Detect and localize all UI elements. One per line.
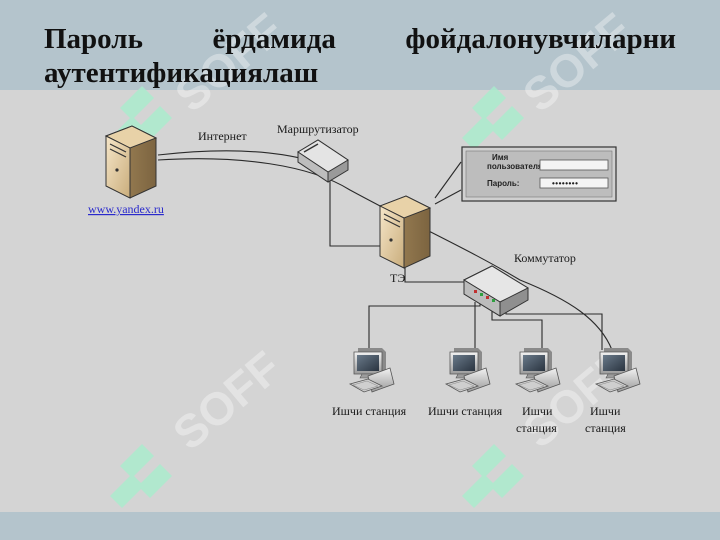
- username-label: Имя: [492, 153, 509, 162]
- server-link[interactable]: www.yandex.ru: [88, 202, 164, 216]
- title-word: Пароль: [44, 23, 143, 55]
- workstation-label: Ишчи станция: [332, 404, 407, 418]
- slide-title-line-1: Пароль ёрдамида фойдалонувчиларни: [44, 22, 676, 56]
- workstation-label: Ишчи: [522, 404, 553, 418]
- username-label: пользователя:: [487, 162, 545, 171]
- web-server-icon: [105, 125, 157, 199]
- workstation-icon: [515, 347, 561, 393]
- login-form-icon: Имя пользователя: Пароль: ••••••••: [461, 146, 617, 202]
- title-word: ёрдамида: [212, 23, 336, 55]
- workstation-label: Ишчи станция: [428, 404, 503, 418]
- workstation-icon: [349, 347, 395, 393]
- firewall-server-icon: [379, 195, 431, 269]
- workstation-label: Ишчи: [590, 404, 621, 418]
- password-field[interactable]: [539, 177, 609, 189]
- switch-icon: [462, 265, 530, 317]
- workstation-label: станция: [585, 421, 626, 435]
- title-word: фойдалонувчиларни: [405, 23, 676, 55]
- password-label: Пароль:: [487, 179, 519, 188]
- switch-label: Коммутатор: [514, 251, 576, 265]
- te-label: ТЭ: [390, 271, 405, 285]
- router-icon: [297, 139, 349, 183]
- svg-text:SOFF: SOFF: [163, 341, 290, 460]
- slide-title-line-2: аутентификациялаш: [44, 57, 319, 89]
- workstation-label: станция: [516, 421, 557, 435]
- workstation-icon: [445, 347, 491, 393]
- footer-band: [0, 512, 720, 540]
- router-label: Маршрутизатор: [277, 122, 359, 136]
- password-value: ••••••••: [552, 179, 578, 188]
- workstation-icon: [595, 347, 641, 393]
- slide-title: Пароль ёрдамида фойдалонувчиларни аутент…: [44, 22, 676, 90]
- username-field[interactable]: [539, 159, 609, 171]
- header-band: [0, 0, 720, 90]
- internet-label: Интернет: [198, 129, 247, 143]
